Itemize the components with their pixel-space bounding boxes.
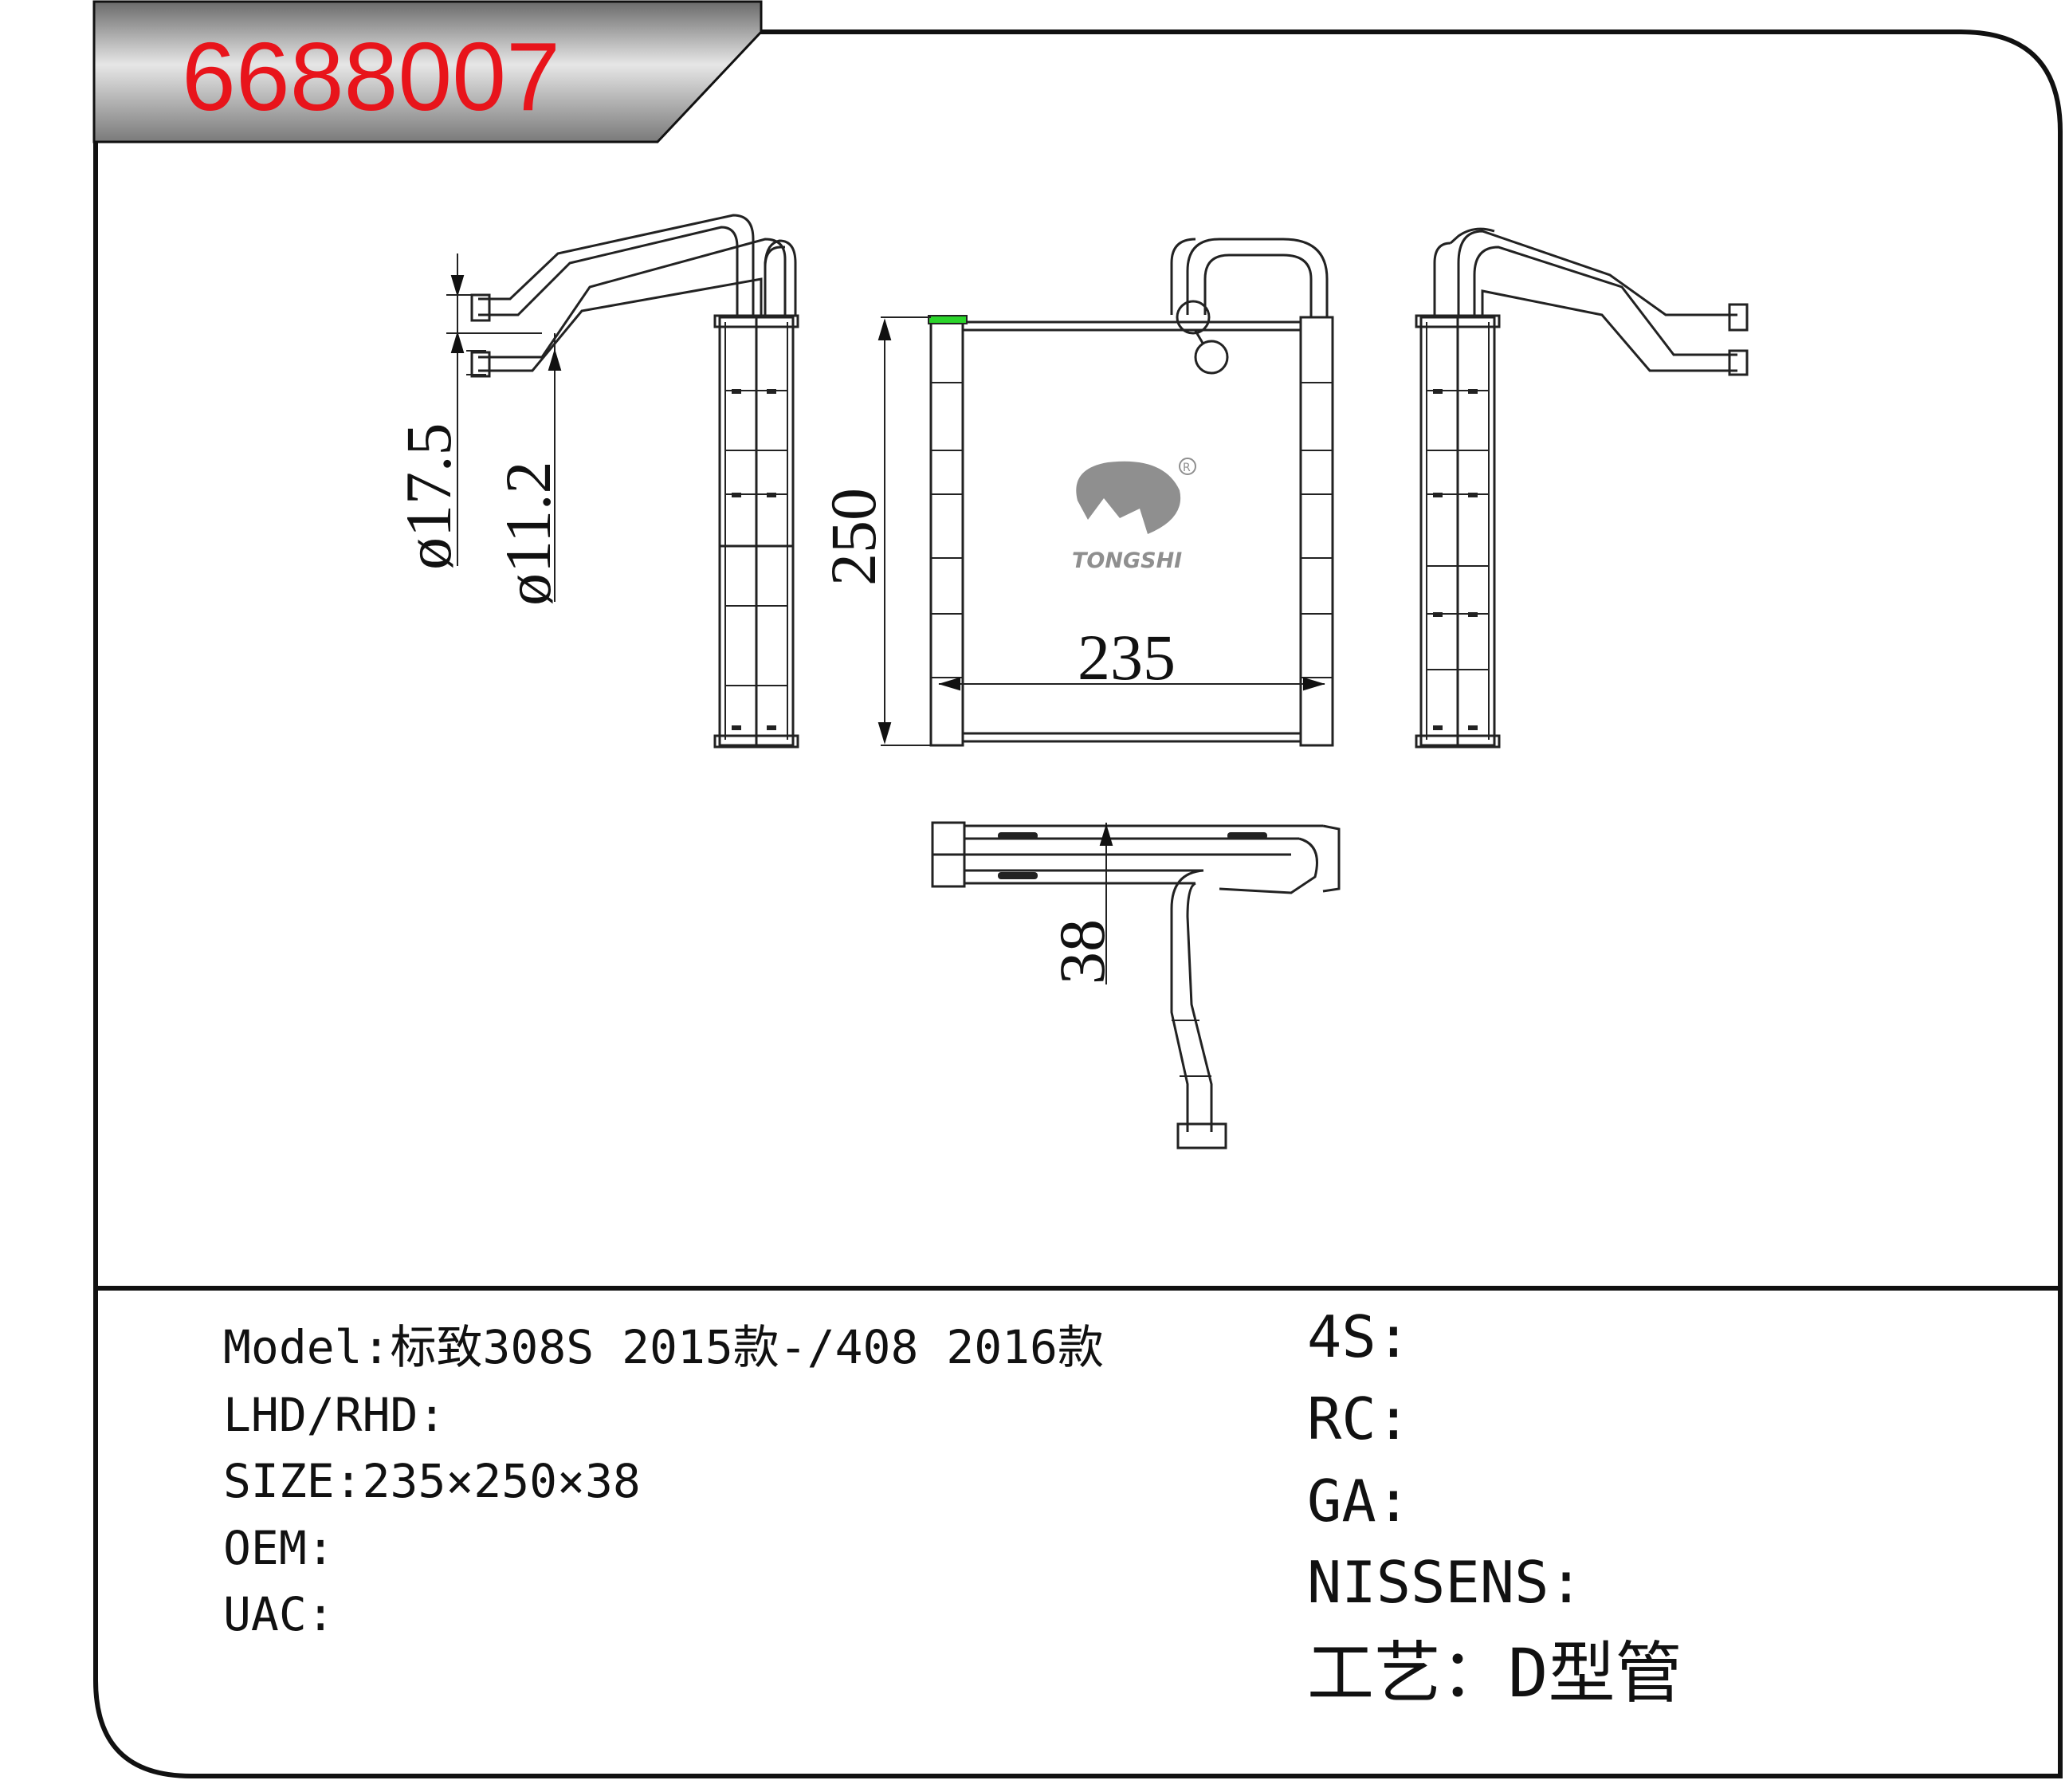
side-view-right — [1415, 227, 1749, 749]
spec-label: LHD/RHD: — [223, 1388, 446, 1442]
logo-brand-text: TONGSHI — [1072, 548, 1182, 573]
spec-value: 标致308S 2015款-/408 2016款 — [391, 1320, 1104, 1374]
registered-mark: R — [1183, 462, 1191, 474]
sheet-frame — [93, 29, 2063, 1778]
spec-row-rc: RC: — [1307, 1385, 1411, 1452]
spec-row-ga: GA: — [1307, 1468, 1411, 1535]
spec-label: NISSENS: — [1307, 1549, 1584, 1616]
spec-list-right: 4S: RC: GA: NISSENS: 工艺：D型管 — [1307, 1303, 1682, 1712]
tongshi-logo: R TONGSHI — [1072, 458, 1196, 573]
part-number: 6688007 — [182, 22, 560, 131]
spec-row-uac: UAC: — [223, 1587, 335, 1641]
spec-list-left: Model:标致308S 2015款-/408 2016款 LHD/RHD: S… — [223, 1320, 1104, 1641]
part-number-tag: 6688007 — [92, 0, 763, 143]
spec-label: Model: — [223, 1320, 391, 1374]
side-view-left — [470, 214, 799, 749]
craft-label: 工艺： — [1307, 1634, 1508, 1712]
logo-mark — [1076, 461, 1181, 534]
front-view — [928, 238, 1334, 747]
spec-label: GA: — [1307, 1468, 1411, 1535]
spec-row-size: SIZE:235×250×38 — [223, 1454, 641, 1508]
spec-row-oem: OEM: — [223, 1521, 335, 1575]
spec-row-craft: 工艺：D型管 — [1307, 1634, 1682, 1712]
spec-row-lhd-rhd: LHD/RHD: — [223, 1388, 446, 1442]
height-dimension: 250 — [817, 488, 889, 586]
spec-label: 4S: — [1307, 1303, 1411, 1370]
inlet-diameter-label: ø17.5 — [392, 423, 465, 571]
thickness-dimension-group: 38 — [1046, 823, 1118, 984]
top-view — [931, 821, 1341, 1149]
spec-row-model: Model:标致308S 2015款-/408 2016款 — [223, 1320, 1104, 1374]
diameter-dimensions: ø17.5 ø11.2 — [392, 253, 564, 606]
width-dimension: 235 — [1078, 621, 1176, 694]
spec-label: RC: — [1307, 1385, 1411, 1452]
thickness-dimension: 38 — [1046, 919, 1118, 984]
craft-value: D型管 — [1508, 1634, 1682, 1712]
spec-label: UAC: — [223, 1587, 335, 1641]
spec-value: 235×250×38 — [363, 1454, 641, 1508]
spec-row-nissens: NISSENS: — [1307, 1549, 1584, 1616]
spec-label: OEM: — [223, 1521, 335, 1575]
size-dimensions: 250 235 — [817, 316, 1325, 746]
outlet-diameter-label: ø11.2 — [492, 462, 564, 606]
spec-row-4s: 4S: — [1307, 1303, 1411, 1370]
spec-label: SIZE: — [223, 1454, 363, 1508]
